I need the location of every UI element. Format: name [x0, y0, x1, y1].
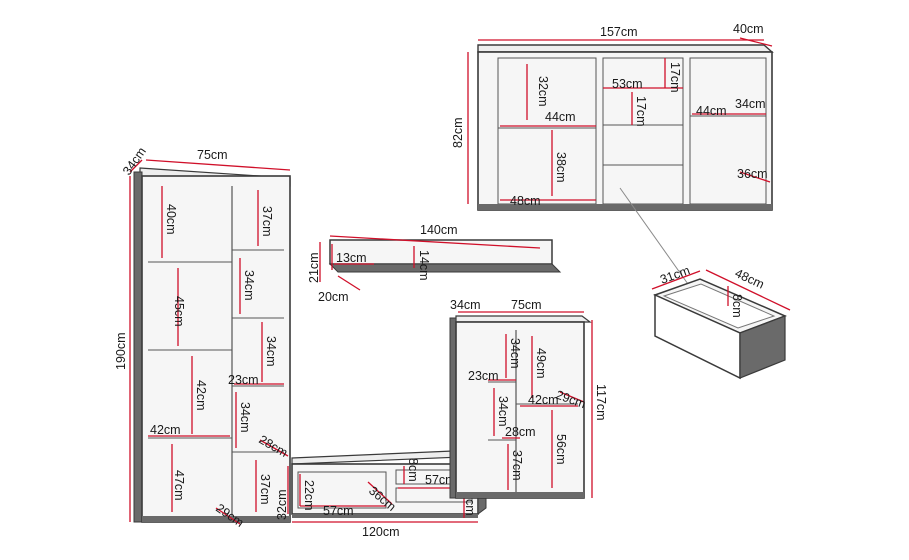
dim-line [739, 37, 773, 47]
dim-line [705, 269, 791, 311]
sideboard-inner-label: 17cm [634, 96, 648, 127]
dim-line [739, 171, 771, 183]
mid-cabinet-inner-label: 34cm [496, 396, 510, 427]
mid-cabinet-depth-label: 34cm [450, 298, 481, 312]
dim-line [329, 235, 541, 249]
tall-cabinet-width-label: 75cm [197, 148, 228, 162]
tall-cabinet-inner-label: 42cm [150, 423, 181, 437]
tv-stand-width-label: 120cm [362, 525, 400, 539]
dim-line [129, 159, 143, 173]
dim-line [259, 439, 289, 457]
mid-cabinet-inner-label: 49cm [534, 348, 548, 379]
shelf-width-label: 140cm [420, 223, 458, 237]
shelf-inner-label: 13cm [336, 251, 367, 265]
sideboard-depth-label: 40cm [733, 22, 764, 36]
tall-cabinet-inner-label: 23cm [228, 373, 259, 387]
sideboard-inner-label: 48cm [510, 194, 541, 208]
sideboard-inner-label: 44cm [545, 110, 576, 124]
tall-cabinet-inner-label: 37cm [260, 206, 274, 237]
tall-cabinet-side [133, 171, 143, 523]
sideboard-width-label: 157cm [600, 25, 638, 39]
tall-cabinet-inner-label: 45cm [172, 296, 186, 327]
mid-cabinet-inner-label: 56cm [554, 434, 568, 465]
drawer-width-label: 48cm [733, 266, 767, 292]
mid-cabinet-body [455, 321, 585, 499]
dim-line [337, 275, 361, 291]
mid-cabinet: 75cm 34cm 117cm 34cm 49cm 23cm 42cm 29cm… [449, 298, 608, 499]
mid-cabinet-side [449, 317, 457, 499]
sideboard-plinth [478, 204, 772, 210]
sideboard-inner-label: 34cm [735, 97, 766, 111]
mid-cabinet-height-label: 117cm [594, 384, 608, 421]
shelf-depth-label: 20cm [318, 290, 349, 304]
shelf-height-label: 21cm [307, 252, 321, 283]
tall-cabinet-plinth [142, 516, 290, 522]
tv-stand-left-compartment [297, 471, 387, 509]
drawer-side [739, 315, 786, 379]
tall-cabinet-inner-label: 40cm [164, 204, 178, 235]
dim-line [145, 159, 291, 171]
tv-stand-inner-label: 22cm [302, 480, 316, 511]
sideboard-inner-label: 17cm [668, 62, 682, 93]
mid-cabinet-top [455, 315, 592, 323]
mid-cabinet-inner-label: 23cm [468, 369, 499, 383]
tall-cabinet-inner-label: 34cm [238, 402, 252, 433]
sideboard-inner-label: 36cm [737, 167, 768, 181]
dim-line [559, 391, 585, 403]
tall-cabinet-body [141, 175, 291, 523]
detail-guide-line [619, 187, 696, 295]
drawer-detail: 31cm 48cm 8cm [651, 263, 791, 380]
tall-cabinet: 75cm 34cm 190cm 40cm 37cm 34cm 45cm 34cm… [114, 145, 291, 530]
sideboard-inner-label: 53cm [612, 77, 643, 91]
tv-stand-inner-label: 57cm [425, 473, 456, 487]
tall-cabinet-inner-label: 47cm [172, 470, 186, 501]
mid-cabinet-width-label: 75cm [511, 298, 542, 312]
sideboard-height-label: 82cm [451, 117, 465, 148]
tall-cabinet-inner-label: 37cm [258, 474, 272, 505]
tall-cabinet-inner-label: 42cm [194, 380, 208, 411]
mid-cabinet-plinth [456, 492, 584, 498]
sideboard-inner-label: 32cm [536, 76, 550, 107]
dim-line [215, 507, 241, 525]
sideboard-body [477, 51, 773, 211]
tall-cabinet-inner-label: 34cm [264, 336, 278, 367]
mid-cabinet-inner-label: 34cm [508, 338, 522, 369]
tv-stand-height-label: 32cm [275, 489, 289, 520]
sideboard-top [477, 44, 774, 53]
tv-stand-inner-label: 8cm [406, 458, 420, 482]
mid-cabinet-inner-label: 28cm [505, 425, 536, 439]
sideboard-inner-label: 44cm [696, 104, 727, 118]
drawer-height-label: 8cm [730, 294, 744, 318]
tv-stand-plinth [292, 514, 478, 518]
tv-stand-inner-label: 57cm [323, 504, 354, 518]
tall-cabinet-inner-label: 34cm [242, 270, 256, 301]
drawer-inside [662, 283, 776, 329]
wall-shelf: 140cm 21cm 20cm 13cm 14cm [307, 223, 562, 304]
sideboard: 157cm 40cm 82cm 32cm 53cm 17cm 17cm 44cm… [451, 22, 774, 211]
mid-cabinet-inner-label: 42cm [528, 393, 559, 407]
dim-line [651, 270, 701, 290]
sideboard-inner-label: 38cm [554, 152, 568, 183]
tall-cabinet-height-label: 190cm [114, 332, 128, 370]
mid-cabinet-inner-label: 37cm [510, 450, 524, 481]
dim-line [367, 481, 393, 505]
shelf-bottom [328, 263, 562, 273]
shelf-inner-label: 14cm [417, 250, 431, 281]
